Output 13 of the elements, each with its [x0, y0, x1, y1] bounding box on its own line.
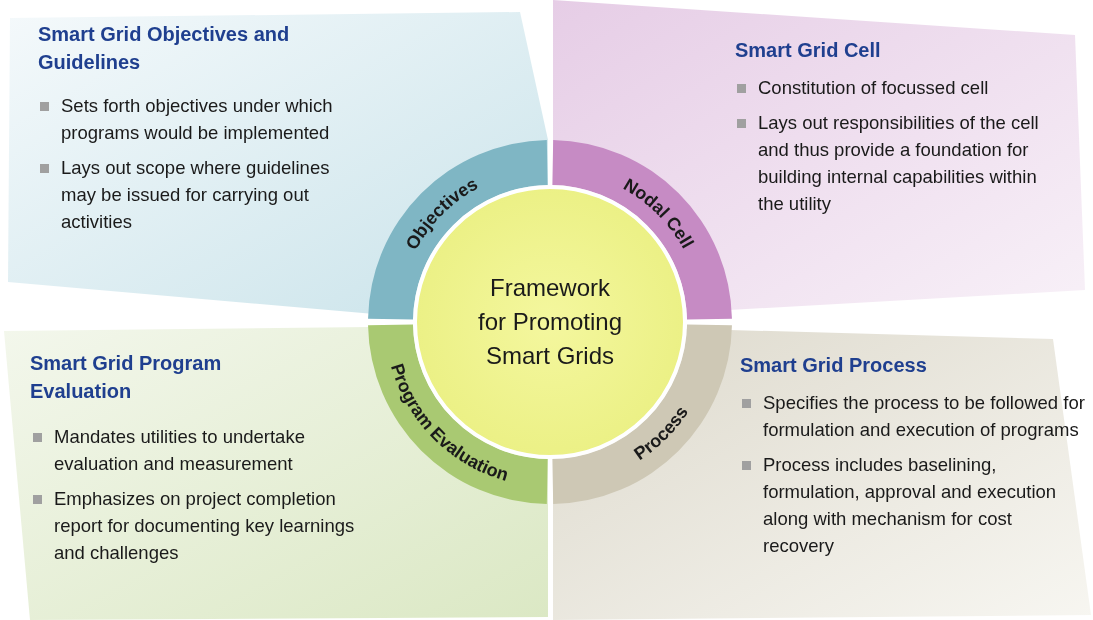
panel-heading: Smart Grid Program Evaluation — [30, 351, 223, 404]
panel-heading: Smart Grid Process — [740, 353, 928, 378]
bullet-text: Emphasizes on project completion report for documenting key learnings and challenges — [54, 487, 356, 565]
center-label: Framework for Promoting Smart Grids — [476, 273, 624, 371]
bullet-text: Constitution of focussed cell — [758, 76, 989, 100]
bullet-text: Specifies the process to be followed for formulation and execution of programs — [763, 391, 1086, 442]
bullet-text: Lays out scope where guidelines may be issued for carrying out activities — [61, 156, 331, 234]
panel-heading: Smart Grid Objectives and Guidelines — [38, 22, 291, 75]
bullet-text: Process includes baselining, formulation, approval and execution along with mechanism for cost recovery — [763, 453, 1058, 558]
bullet-text: Mandates utilities to undertake evaluation and measurement — [54, 425, 306, 476]
panel-heading: Smart Grid Cell — [735, 38, 882, 63]
bullet-text: Lays out responsibilities of the cell and thus provide a foundation for building internal capabilities within the utility — [758, 111, 1040, 216]
bullet-text: Sets forth objectives under which programs would be implemented — [61, 94, 334, 145]
